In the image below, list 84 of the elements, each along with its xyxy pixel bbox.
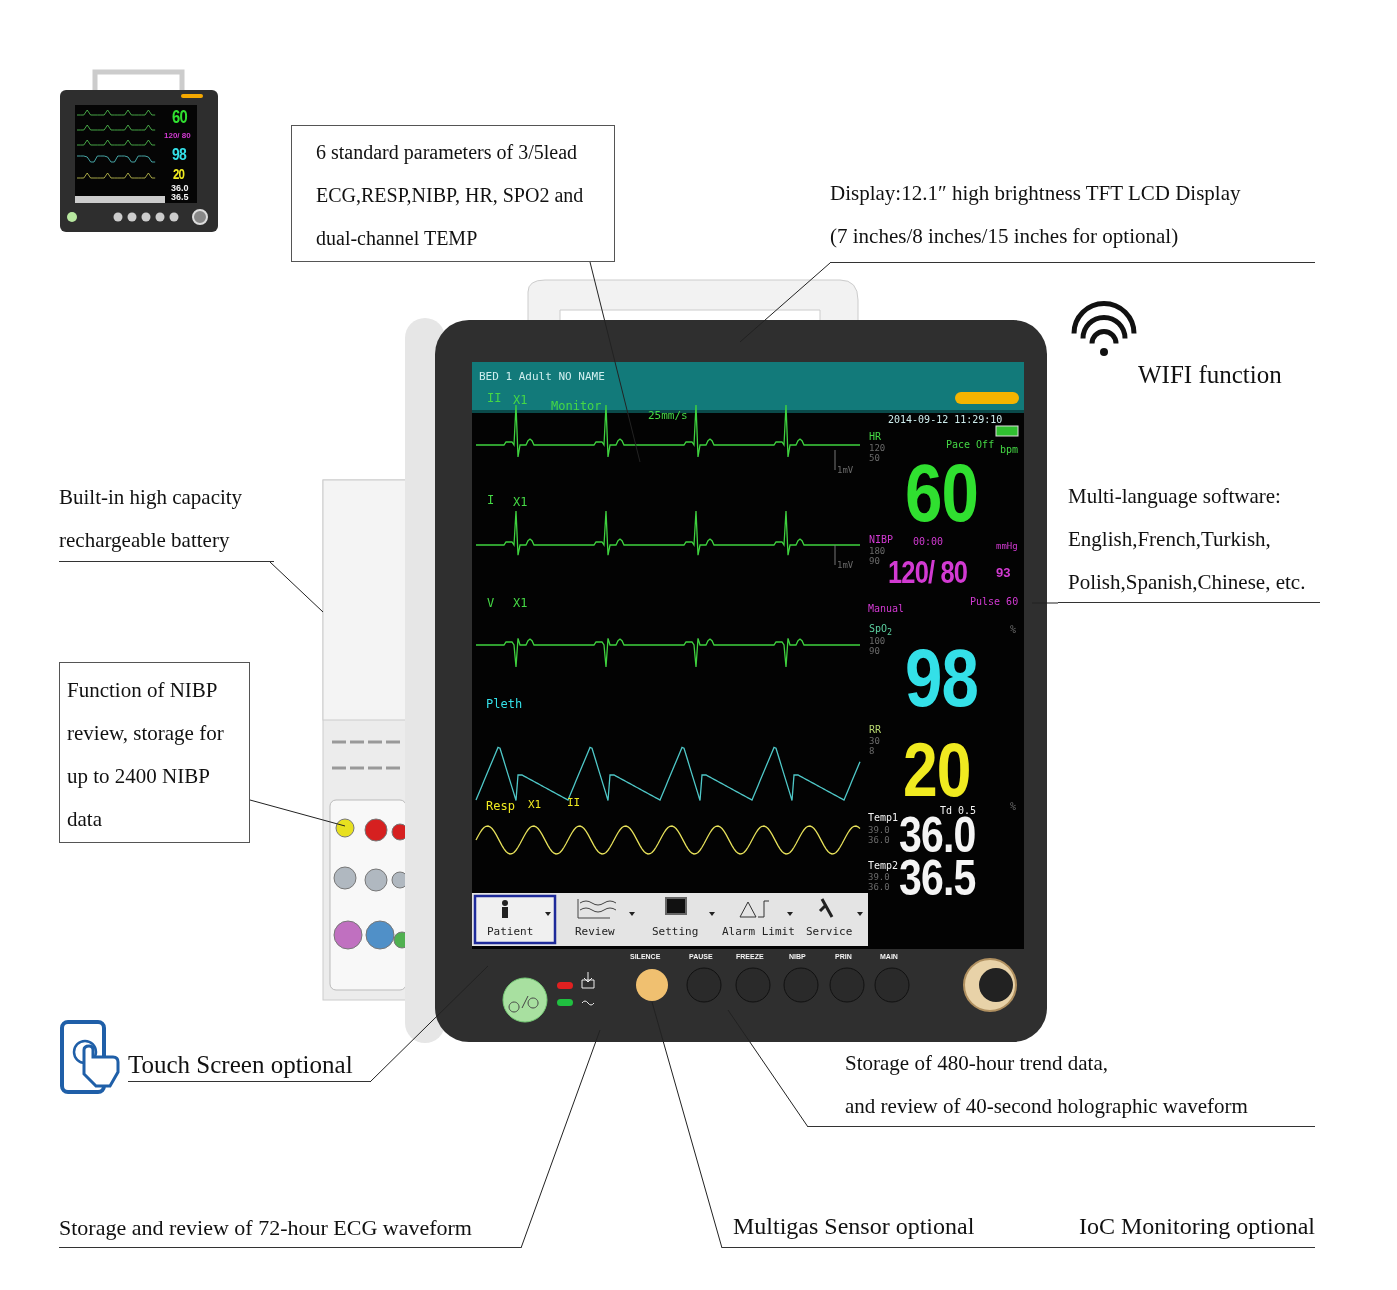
callout-text: 6 standard parameters of 3/5lead ECG,RESP,NIBP, HR, SPO2 and dual-channel TEMP	[316, 140, 585, 251]
leader-line	[739, 262, 831, 343]
limit-value: 50	[869, 454, 880, 463]
menu-label: Setting	[652, 926, 699, 937]
gain-label: X1	[513, 496, 528, 508]
callout-text: Storage of 480-hour trend data,	[845, 1050, 1109, 1077]
lead-label: II	[567, 797, 581, 808]
callout-box	[59, 662, 250, 843]
parameter-label: Temp2	[868, 861, 899, 871]
unit-label: %	[1010, 802, 1017, 812]
limit-value: 30	[869, 737, 880, 746]
unit-label: %	[1010, 625, 1017, 635]
menu-label: Patient	[487, 926, 534, 937]
vital-value: 36.5	[899, 853, 976, 903]
callout-text: Multi-language software:	[1068, 483, 1282, 510]
mode-label: Manual	[868, 604, 905, 614]
leader-line	[727, 1009, 809, 1128]
limit-value: 90	[869, 557, 880, 566]
leader-line	[269, 561, 324, 613]
callout-text: IoC Monitoring optional	[1078, 1212, 1315, 1241]
limit-value: 36.0	[868, 883, 890, 892]
limit-value: 180	[869, 547, 886, 556]
pulse-label: Pulse 60	[970, 597, 1019, 607]
limit-value: 36.0	[868, 836, 890, 845]
vital-value: 120/ 80	[888, 557, 968, 588]
status-label: Pace Off	[946, 440, 995, 450]
date-time-text: 2014-09-12 11:29:10	[888, 415, 1003, 425]
gain-label: X1	[513, 394, 528, 406]
vital-value: 60	[905, 452, 979, 534]
limit-value: 120	[869, 444, 886, 453]
lead-label: II	[487, 392, 502, 404]
limit-value: 39.0	[868, 826, 890, 835]
waveform-label: Resp	[486, 800, 515, 812]
parameter-label: SpO$_{2}$	[869, 624, 893, 637]
parameter-label: HR	[869, 432, 882, 442]
unit-label: mmHg	[996, 542, 1018, 551]
menu-label: Review	[575, 926, 615, 937]
mode-label: Monitor	[551, 400, 602, 412]
parameter-label: NIBP	[869, 535, 894, 545]
limit-value: 90	[869, 647, 880, 656]
parameter-label: RR	[869, 725, 882, 735]
callout-text: English,French,Turkish, Polish,Spanish,Chinese, etc.	[1068, 526, 1307, 596]
limit-value: 39.0	[868, 873, 890, 882]
limit-value: 100	[869, 637, 886, 646]
waveform-label: Pleth	[486, 698, 523, 710]
callout-text: Touch Screen optional	[128, 1050, 354, 1080]
vital-value: 20	[173, 167, 185, 181]
gain-label: X1	[528, 799, 542, 810]
vital-value: 98	[172, 146, 186, 163]
callout-text: Storage and review of 72-hour ECG waveform	[59, 1214, 473, 1242]
leader-line	[589, 261, 641, 463]
leader-line	[1031, 602, 1059, 604]
parameter-label: Temp1	[868, 813, 899, 823]
menu-label: Alarm Limit	[722, 926, 795, 937]
gain-label: X1	[513, 597, 528, 609]
vital-value: 60	[172, 108, 187, 126]
vital-value: 120/ 80	[164, 132, 191, 140]
leader-line	[651, 1001, 723, 1249]
time-label: 00:00	[913, 537, 944, 547]
unit-label: bpm	[1000, 445, 1019, 455]
scale-label: 1mV	[837, 561, 854, 570]
feature-text: WIFI function	[1138, 362, 1282, 387]
callout-text: Multigas Sensor optional	[733, 1212, 976, 1241]
vital-value: 93	[996, 566, 1011, 579]
header-text: BED 1 Adult NO NAME	[479, 371, 605, 382]
callout-box	[291, 125, 615, 262]
leader-line	[520, 1029, 601, 1249]
delta-label: Td 0.5	[940, 806, 977, 816]
speed-label: 25mm/s	[648, 410, 688, 421]
limit-value: 8	[869, 747, 875, 756]
scale-label: 1mV	[837, 466, 854, 475]
callout-text: Function of NIBP review, storage for up to 2400 NIBP data	[67, 677, 225, 833]
callout-text: Display:12.1″ high brightness TFT LCD Display	[830, 180, 1242, 207]
lead-label: I	[487, 494, 495, 506]
callout-text: Built-in high capacity rechargeable battery	[59, 484, 244, 554]
vital-value: 36.5	[171, 193, 189, 202]
callout-text: (7 inches/8 inches/15 inches for optional)	[830, 223, 1180, 250]
lead-label: V	[487, 597, 495, 609]
menu-label: Service	[806, 926, 853, 937]
leader-line	[369, 965, 489, 1083]
vital-value: 36.0	[171, 184, 189, 193]
vital-value: 98	[905, 637, 979, 719]
leader-line	[249, 799, 346, 827]
callout-text: and review of 40-second holographic waveform	[845, 1093, 1249, 1120]
